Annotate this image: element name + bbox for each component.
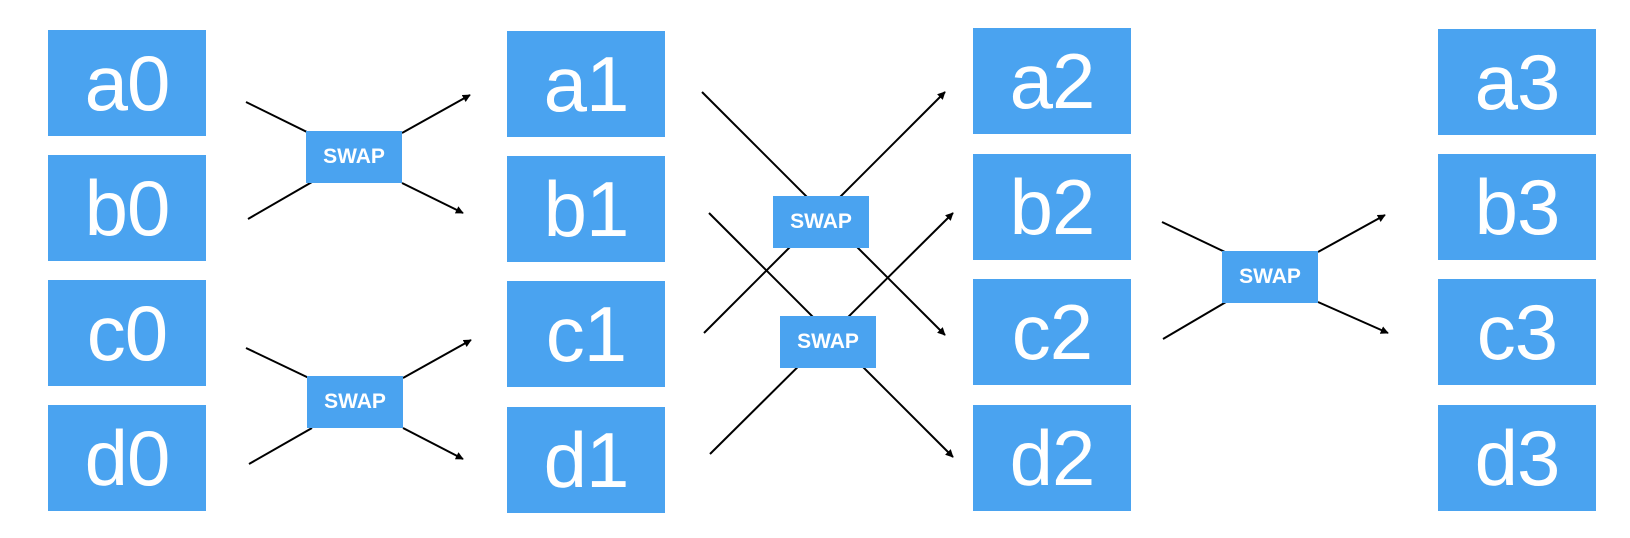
wire-c2-in xyxy=(1162,301,1227,340)
node-c3: c3 xyxy=(1438,279,1596,385)
wire-a0-in xyxy=(245,101,312,135)
node-d0: d0 xyxy=(48,405,206,511)
wire-to-a1 xyxy=(401,94,471,134)
node-c2: c2 xyxy=(973,279,1131,385)
swap-box-stage2-upper: SWAP xyxy=(773,196,869,248)
node-d1: d1 xyxy=(507,407,665,513)
node-b3: b3 xyxy=(1438,154,1596,260)
node-b2: b2 xyxy=(973,154,1131,260)
node-b0: b0 xyxy=(48,155,206,261)
node-a0: a0 xyxy=(48,30,206,136)
wire-d0-in xyxy=(248,427,313,465)
node-c1: c1 xyxy=(507,281,665,387)
swap-box-stage3: SWAP xyxy=(1222,251,1318,303)
wire-b0-in xyxy=(247,181,313,220)
node-a2: a2 xyxy=(973,28,1131,134)
node-d2: d2 xyxy=(973,405,1131,511)
wire-to-c1 xyxy=(402,339,472,379)
swap-box-stage2-lower: SWAP xyxy=(780,316,876,368)
swap-box-stage1-top: SWAP xyxy=(306,131,402,183)
wire-to-b1 xyxy=(401,182,464,214)
node-a3: a3 xyxy=(1438,29,1596,135)
wire-to-c3 xyxy=(1317,301,1389,334)
wire-b2-in xyxy=(1161,221,1226,253)
wire-to-d1 xyxy=(402,427,464,460)
node-c0: c0 xyxy=(48,280,206,386)
wire-to-b3 xyxy=(1317,214,1386,253)
node-d3: d3 xyxy=(1438,405,1596,511)
wire-c0-in xyxy=(245,347,312,380)
node-a1: a1 xyxy=(507,31,665,137)
swap-box-stage1-bottom: SWAP xyxy=(307,376,403,428)
node-b1: b1 xyxy=(507,156,665,262)
